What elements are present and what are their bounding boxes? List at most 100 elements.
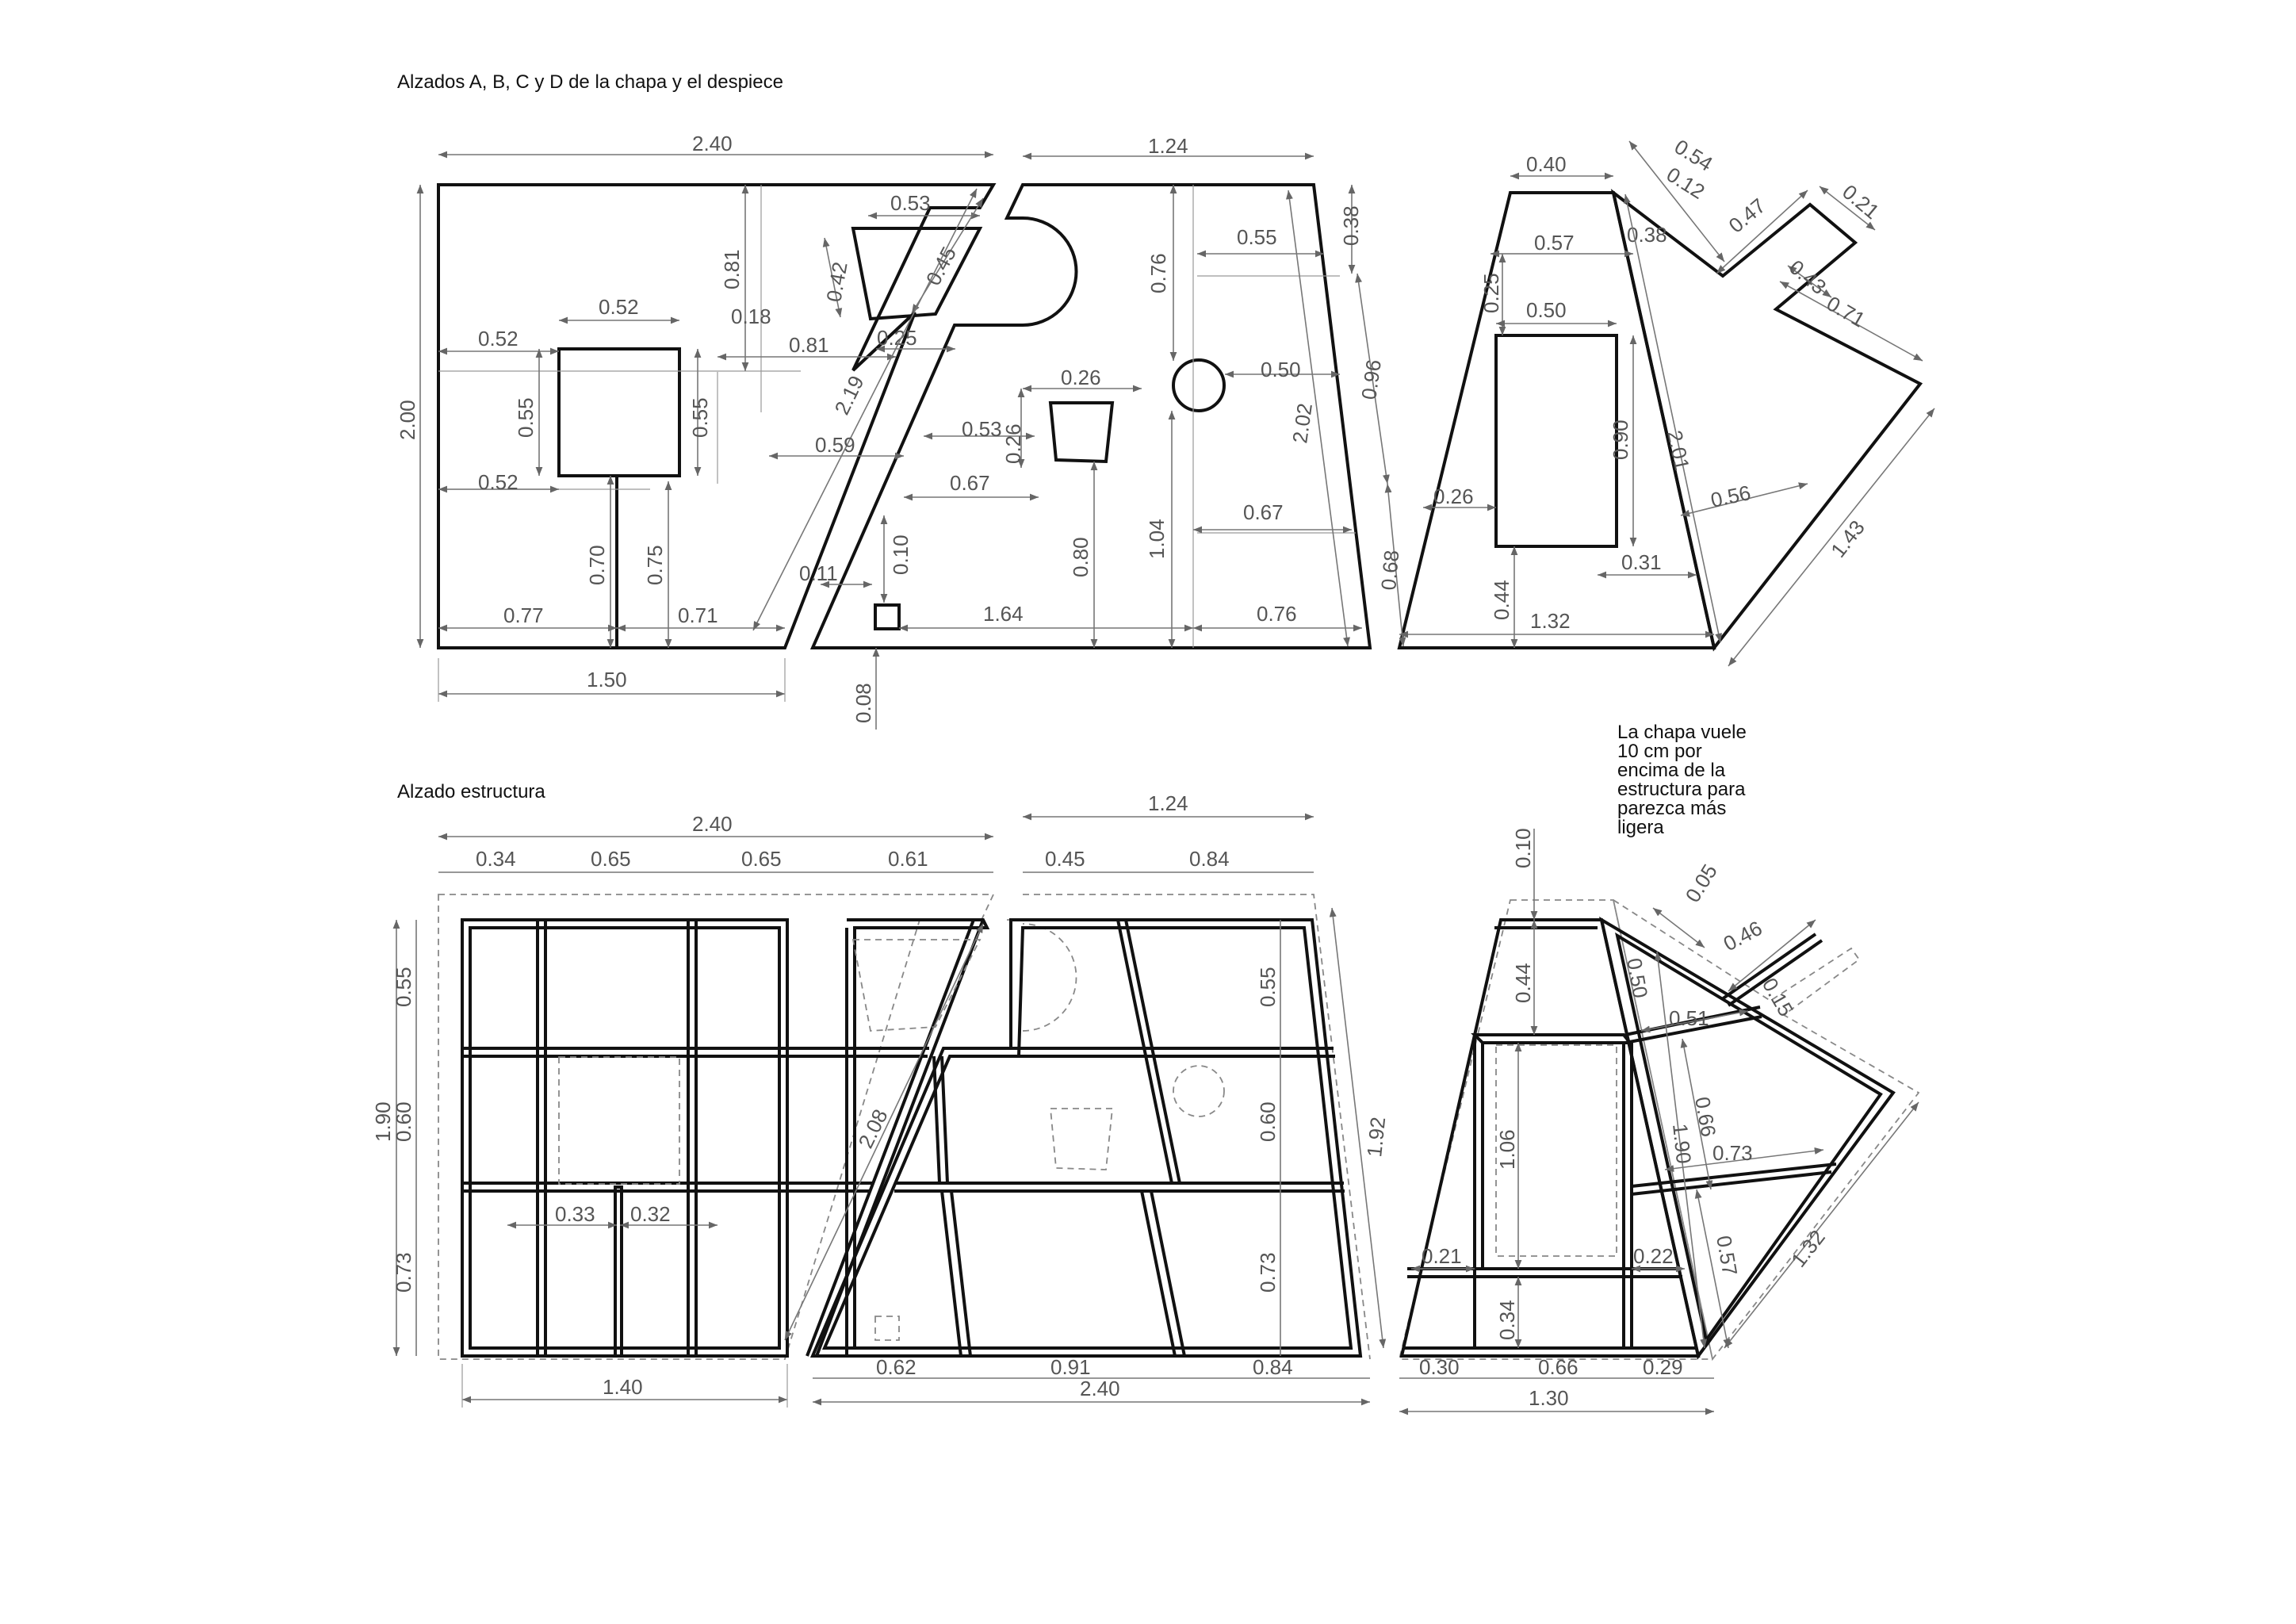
dim-label: 0.81: [789, 333, 829, 357]
annotation-note: La chapa vuele 10 cm por encima de la es…: [1617, 723, 1776, 837]
dim-label: 0.68: [1376, 549, 1403, 591]
dim-label: 0.53: [890, 191, 931, 215]
dim-line: [1384, 483, 1406, 647]
dim-label: 0.05: [1681, 860, 1722, 906]
dim-label: 0.57: [1534, 231, 1575, 255]
panel-d-outline: [1610, 189, 1923, 652]
dim-label: 1.64: [983, 602, 1024, 626]
dim-label: 0.38: [1339, 205, 1363, 246]
note-line: ligera: [1617, 817, 1664, 838]
dim-label: 2.19: [829, 372, 868, 419]
panel-b-outline: [809, 183, 1372, 649]
dim-label: 0.18: [731, 304, 771, 328]
frame-a-post: [614, 1185, 623, 1358]
dim-label: 2.40: [1080, 1377, 1120, 1400]
dim-label: 1.90: [1668, 1122, 1696, 1164]
elevation-c-panel: [1397, 191, 1716, 649]
dim-label: 0.65: [591, 847, 631, 871]
dim-label: 0.29: [1643, 1355, 1683, 1379]
dim-label: 0.71: [1823, 291, 1869, 331]
dim-label: 0.81: [720, 249, 744, 289]
dim-label: 1.50: [587, 668, 627, 691]
frame-member: [950, 1190, 972, 1357]
opening-dashed-a: [558, 1056, 680, 1185]
frame-member: [1150, 1190, 1186, 1357]
note-line: La chapa vuele: [1617, 722, 1747, 743]
dim-label: 0.08: [851, 683, 875, 723]
dim-label: 0.42: [821, 260, 851, 304]
round-opening-dashed: [1173, 1065, 1225, 1117]
dim-label: 0.91: [1050, 1355, 1091, 1379]
dim-label: 0.52: [599, 295, 639, 319]
dim-label: 0.50: [1526, 298, 1567, 322]
dim-label: 0.26: [1433, 485, 1474, 508]
dim-label: 0.55: [1237, 225, 1277, 249]
drawing-title-bottom: Alzado estructura: [397, 781, 545, 802]
dim-label: 0.55: [688, 397, 712, 438]
dimensions-top: 2.40 1.24 2.00 0.52 0.52 0.52 0.55 0.55 …: [396, 132, 1935, 730]
frame-c-inner: [1471, 1033, 1634, 1044]
dim-label: 1.40: [603, 1375, 643, 1399]
dim-label: 0.96: [1357, 358, 1386, 401]
dim-line: [1628, 140, 1725, 262]
dim-label: 1.32: [1530, 609, 1571, 633]
frame-member: [1116, 919, 1173, 1184]
dim-label: 0.76: [1257, 602, 1297, 626]
trapezoid-dashed-b: [1050, 1108, 1113, 1170]
rect-opening-dashed-c: [1495, 1044, 1617, 1257]
structure-d: [1599, 898, 1920, 1362]
dim-label: 0.57: [1712, 1234, 1742, 1277]
dim-label: 0.21: [1838, 180, 1884, 224]
drawing-title-top: Alzados A, B, C y D de la chapa y el des…: [397, 71, 783, 93]
dim-label: 0.21: [1422, 1244, 1462, 1268]
dim-label: 0.50: [1622, 956, 1652, 1000]
dim-line: [1355, 273, 1390, 485]
dim-label: 1.06: [1495, 1129, 1519, 1170]
dim-label: 0.73: [1712, 1141, 1753, 1165]
dim-line: [1728, 919, 1816, 992]
dim-label: 0.67: [1243, 500, 1284, 524]
dim-label: 0.59: [815, 433, 855, 457]
dim-label: 1.90: [371, 1101, 395, 1142]
dim-label: 2.00: [396, 400, 419, 440]
dim-label: 0.56: [1709, 481, 1753, 512]
dim-label: 1.32: [1786, 1225, 1830, 1271]
dim-label: 0.61: [888, 847, 928, 871]
frame-member: [806, 919, 975, 1357]
note-line: parezca más: [1617, 798, 1727, 819]
dim-label: 0.84: [1253, 1355, 1293, 1379]
frame-member: [940, 1190, 962, 1357]
dim-label: 0.26: [1061, 366, 1101, 389]
dim-line: [1716, 190, 1808, 274]
dim-label: 0.30: [1419, 1355, 1460, 1379]
dim-label: 0.34: [1495, 1300, 1519, 1340]
dim-label: 0.66: [1690, 1095, 1720, 1139]
dim-label: 2.40: [692, 132, 733, 155]
dim-label: 1.24: [1148, 791, 1188, 815]
dim-line: [1779, 281, 1923, 362]
dim-label: 2.01: [1663, 428, 1694, 473]
dim-label: 1.43: [1826, 515, 1869, 561]
dim-label: 0.46: [1720, 916, 1766, 956]
sheet-outline-dashed-c: [1398, 899, 1714, 1360]
dim-label: 0.90: [1609, 419, 1632, 460]
dim-label: 0.77: [503, 603, 544, 627]
dim-line: [1623, 193, 1723, 643]
dim-label: 0.50: [1261, 358, 1301, 381]
frame-d-inner: [1615, 932, 1883, 1344]
elevation-d-panel: [1610, 189, 1923, 652]
small-square-dashed-b: [874, 1316, 900, 1341]
dim-label: 0.44: [1490, 580, 1513, 620]
frame-member: [940, 1055, 949, 1184]
dim-label: 0.33: [555, 1202, 595, 1226]
dim-label: 0.25: [1479, 273, 1503, 313]
frame-a-inner: [469, 926, 781, 1350]
dim-label: 2.02: [1288, 402, 1317, 445]
dim-line: [1286, 190, 1350, 647]
dim-label: 0.60: [1256, 1101, 1280, 1142]
dim-label: 0.76: [1146, 253, 1170, 293]
dim-line: [1652, 907, 1705, 948]
panel-c-outline: [1397, 191, 1716, 649]
dim-label: 0.52: [478, 470, 519, 494]
